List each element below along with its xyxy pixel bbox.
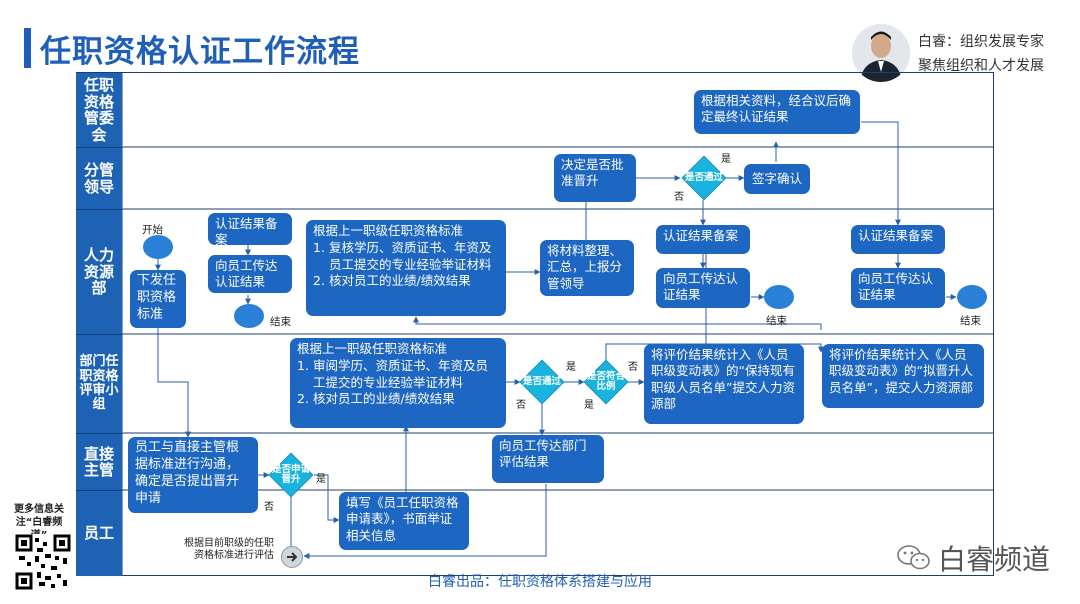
end-node-3 (957, 285, 987, 309)
record-cert-box-2: 认证结果备案 (656, 225, 750, 254)
end-label-3: 结束 (960, 313, 981, 328)
lane-dept-panel: 部门任职资格评审小组 (76, 334, 122, 433)
notify-employee-box-3: 向员工传达认证结果 (851, 268, 945, 308)
lane-manager: 直接 主管 (76, 433, 122, 490)
fill-form-box: 填写《员工任职资格申请表》，书面举证相关信息 (339, 492, 469, 550)
hr-review-title: 根据上一职级任职资格标准 (313, 223, 499, 239)
edge-no-ratio: 否 (628, 358, 638, 373)
dept-review-box: 根据上一职级任职资格标准 1.审阅学历、资质证书、年资及员工提交的专业经验举证材… (290, 338, 506, 428)
end-label-2: 结束 (766, 313, 787, 328)
decide-promotion-box: 决定是否批准晋升 (554, 154, 636, 202)
footer-credit: 白睿出品：任职资格体系搭建与应用 (0, 571, 1080, 591)
communicate-box: 员工与直接主管根据标准进行沟通，确定是否提出晋升申请 (128, 437, 258, 513)
lane-leader: 分管 领导 (76, 147, 122, 209)
edge-no-leader: 否 (674, 188, 684, 203)
lane-committee: 任职资格 管委会 (76, 72, 122, 147)
edge-yes-ratio: 是 (584, 396, 594, 411)
notify-dept-result-box: 向员工传达部门评估结果 (492, 435, 604, 483)
hr-review-box: 根据上一职级任职资格标准 1.复核学历、资质证书、年资及员工提交的专业经验举证材… (306, 220, 506, 316)
issue-standard-box: 下发任职资格标准 (130, 270, 186, 328)
notify-employee-box-1: 向员工传达认证结果 (208, 255, 292, 293)
committee-review-box: 根据相关资料，经合议后确定最终认证结果 (694, 90, 860, 134)
author-name: 白睿：组织发展专家 (918, 31, 1044, 51)
arrow-circle-icon (281, 546, 303, 568)
record-keep-box: 将评价结果统计入《人员职级变动表》的“保持现有职级人员名单”提交人力资源部 (644, 344, 804, 424)
wechat-icon (896, 543, 932, 573)
notify-employee-box-2: 向员工传达认证结果 (656, 268, 750, 308)
record-promote-box: 将评价结果统计入《人员职级变动表》的“拟晋升人员名单”，提交人力资源部 (822, 344, 984, 408)
dept-review-title: 根据上一职级任职资格标准 (297, 341, 499, 357)
dept-review-item-2: 核对员工的业绩/绩效结果 (313, 391, 455, 407)
edge-yes-leader: 是 (721, 150, 731, 165)
leader-pass-diamond: 是否通过 (682, 156, 726, 200)
dept-review-num-1: 1. (297, 358, 313, 391)
page-title: 任职资格认证工作流程 (40, 26, 360, 71)
self-assess-text: 根据目前职级的任职资格标准进行评估 (182, 538, 274, 562)
summarize-report-box: 将材料整理、汇总，上报分管领导 (540, 240, 634, 296)
swimlane-diagram: 任职资格 管委会 分管 领导 人力资源部 部门任职资格评审小组 直接 主管 员工… (76, 72, 994, 576)
edge-no-apply: 否 (264, 498, 274, 513)
start-node (143, 235, 173, 259)
edge-yes-apply: 是 (316, 470, 326, 485)
hr-review-num-2: 2. (313, 273, 329, 289)
edge-no-dept: 否 (516, 396, 526, 411)
end-node-1 (234, 304, 264, 328)
end-label-1: 结束 (270, 314, 291, 329)
wechat-channel-name: 白睿频道 (938, 538, 1050, 578)
edge-yes-dept: 是 (566, 358, 576, 373)
sign-confirm-box: 签字确认 (744, 164, 810, 194)
record-cert-box-1: 认证结果备案 (208, 213, 292, 245)
apply-decision-diamond: 是否申请晋升 (269, 453, 313, 497)
hr-review-item-2: 核对员工的业绩/绩效结果 (329, 273, 471, 289)
lane-hr: 人力资源部 (76, 209, 122, 334)
hr-review-item-1: 复核学历、资质证书、年资及员工提交的专业经验举证材料 (329, 240, 499, 273)
hr-review-num-1: 1. (313, 240, 329, 273)
title-accent-bar (24, 28, 31, 68)
dept-review-item-1: 审阅学历、资质证书、年资及员工提交的专业经验举证材料 (313, 358, 499, 391)
qr-code-icon (15, 534, 71, 590)
record-cert-box-3: 认证结果备案 (851, 225, 945, 254)
dept-review-num-2: 2. (297, 391, 313, 407)
lane-employee: 员工 (76, 490, 122, 576)
dept-pass-diamond: 是否通过 (520, 360, 564, 404)
end-node-2 (764, 285, 794, 309)
